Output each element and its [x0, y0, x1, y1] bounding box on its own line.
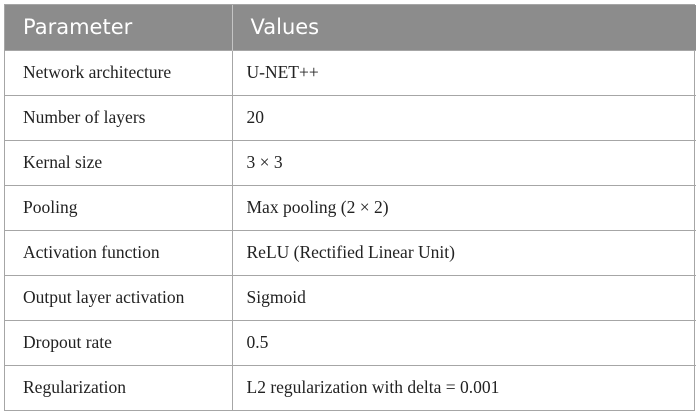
- value-cell: 0.5: [231, 319, 696, 365]
- parameter-cell: Activation function: [5, 229, 232, 275]
- table-row: Number of layers 20: [5, 94, 696, 140]
- value-cell: 3 × 3: [231, 139, 696, 185]
- header-parameter: Parameter: [23, 15, 133, 40]
- table-row: Kernal size 3 × 3: [5, 139, 696, 185]
- parameter-cell: Output layer activation: [5, 274, 232, 320]
- table-row: Pooling Max pooling (2 × 2): [5, 184, 696, 230]
- header-row: Parameter Values: [5, 5, 696, 50]
- header-values: Values: [231, 5, 696, 50]
- parameter-cell: Number of layers: [5, 94, 232, 140]
- value-cell: L2 regularization with delta = 0.001: [231, 364, 696, 410]
- parameter-cell: Kernal size: [5, 139, 232, 185]
- value-cell: U-NET++: [231, 49, 696, 95]
- parameter-cell: Network architecture: [5, 49, 232, 95]
- parameter-table-container: Parameter Values Network architecture U-…: [4, 4, 696, 411]
- table-row: Output layer activation Sigmoid: [5, 274, 696, 320]
- table-row: Network architecture U-NET++: [5, 49, 696, 95]
- table-header: Parameter Values: [5, 5, 696, 50]
- value-cell: Sigmoid: [231, 274, 696, 320]
- parameter-cell: Regularization: [5, 364, 232, 410]
- table-body: Network architecture U-NET++ Number of l…: [5, 49, 696, 410]
- table-row: Dropout rate 0.5: [5, 319, 696, 365]
- parameter-cell: Pooling: [5, 184, 232, 230]
- table-row: Regularization L2 regularization with de…: [5, 364, 696, 410]
- parameter-cell: Dropout rate: [5, 319, 232, 365]
- value-cell: 20: [231, 94, 696, 140]
- value-cell: ReLU (Rectified Linear Unit): [231, 229, 696, 275]
- parameter-table: Parameter Values Network architecture U-…: [5, 5, 696, 410]
- value-cell: Max pooling (2 × 2): [231, 184, 696, 230]
- table-row: Activation function ReLU (Rectified Line…: [5, 229, 696, 275]
